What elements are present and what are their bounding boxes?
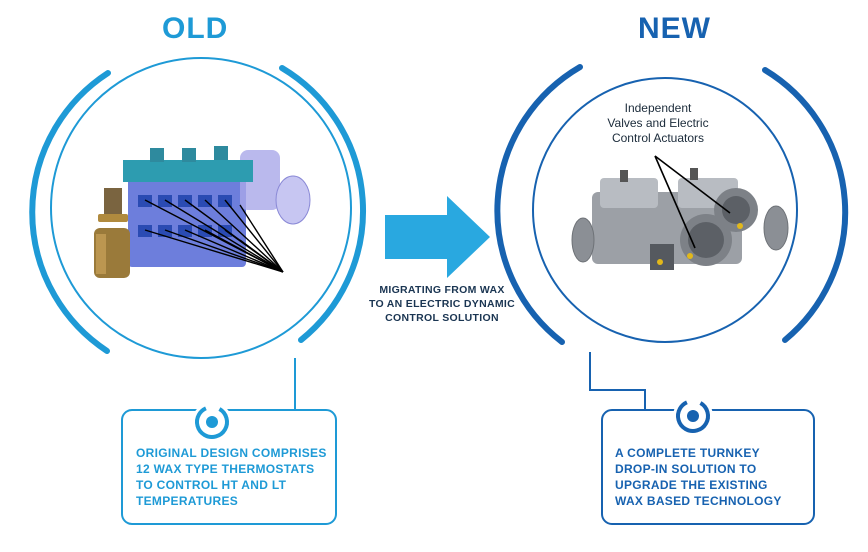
old-description-line: ORIGINAL DESIGN COMPRISES <box>136 446 327 460</box>
migration-caption-line: MIGRATING FROM WAX <box>379 284 505 296</box>
migration-caption-line: CONTROL SOLUTION <box>385 312 499 324</box>
old-description-line: TEMPERATURES <box>136 494 239 508</box>
new-description-line: WAX BASED TECHNOLOGY <box>615 494 782 508</box>
new-description: A COMPLETE TURNKEY DROP-IN SOLUTION TO U… <box>615 445 805 509</box>
new-heading: NEW <box>638 12 711 45</box>
old-description-line: 12 WAX TYPE THERMOSTATS <box>136 462 315 476</box>
migration-caption-line: TO AN ELECTRIC DYNAMIC <box>368 298 516 310</box>
old-description-line: TO CONTROL HT AND LT <box>136 478 287 492</box>
old-power-ring-icon <box>192 402 232 442</box>
electric-valve-illustration <box>571 155 789 270</box>
old-description: ORIGINAL DESIGN COMPRISES 12 WAX TYPE TH… <box>136 445 326 509</box>
wax-thermostat-illustration <box>94 188 130 278</box>
callout-line: Independent <box>624 101 692 115</box>
callout-line: Valves and Electric <box>607 116 709 130</box>
new-description-line: DROP-IN SOLUTION TO <box>615 462 757 476</box>
old-heading: OLD <box>162 12 229 45</box>
migration-arrow <box>385 196 490 278</box>
new-connector-line <box>589 352 646 410</box>
migration-caption: MIGRATING FROM WAX TO AN ELECTRIC DYNAMI… <box>346 283 538 325</box>
callout-line: Control Actuators <box>611 131 705 145</box>
new-description-line: A COMPLETE TURNKEY <box>615 446 760 460</box>
new-description-line: UPGRADE THE EXISTING <box>615 478 768 492</box>
actuator-callout: Independent Valves and Electric Control … <box>570 101 746 146</box>
new-power-ring-icon <box>673 396 713 436</box>
old-description-box <box>121 409 337 525</box>
thermostat-housing-illustration <box>123 146 311 273</box>
